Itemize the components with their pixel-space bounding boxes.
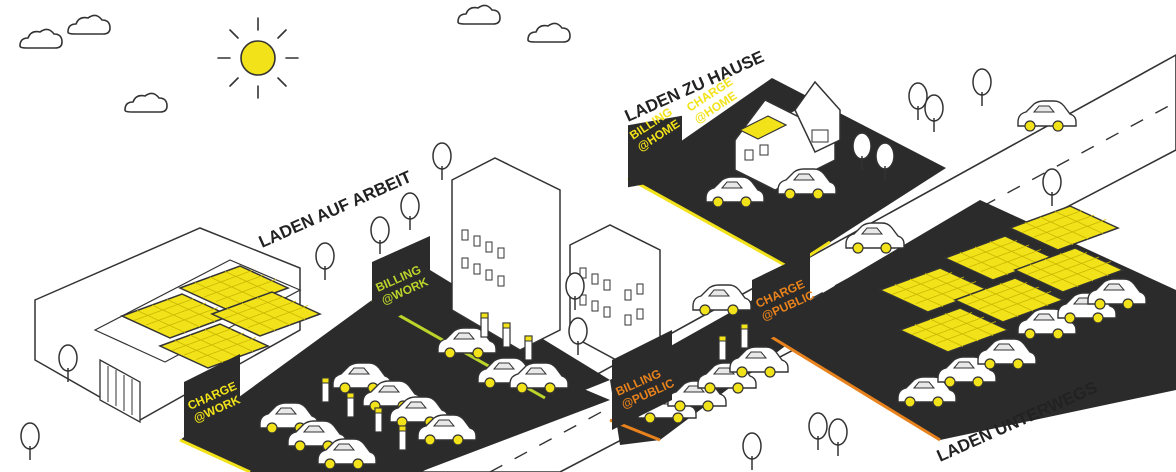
charger-icon — [480, 312, 489, 338]
charger-icon — [346, 392, 355, 418]
charger-icon — [524, 335, 533, 361]
charger-icon — [374, 407, 383, 433]
tree-icon — [568, 317, 588, 356]
charger-icon — [740, 323, 749, 349]
cloud-icon — [124, 92, 168, 113]
factory-icon — [34, 227, 321, 424]
cloud-icon — [527, 22, 571, 43]
charger-icon — [398, 425, 407, 451]
tree-icon — [432, 142, 452, 181]
tree-icon — [924, 94, 944, 133]
tag-billing-work: BILLING @WORK — [372, 236, 431, 330]
tree-icon — [808, 412, 828, 451]
tag-billing-public: BILLING @PUBLIC — [612, 330, 677, 430]
tag-charge-public: CHARGE @PUBLIC — [752, 252, 817, 348]
work-title: LADEN AUF ARBEIT — [256, 167, 415, 252]
cloud-icon — [67, 14, 111, 35]
tree-icon — [400, 192, 420, 231]
tag-charge-work: CHARGE @WORK — [184, 354, 243, 440]
charger-icon — [502, 322, 511, 348]
charger-icon — [718, 335, 727, 361]
tree-icon — [972, 68, 992, 107]
tree-icon — [908, 82, 928, 121]
tree-icon — [828, 418, 848, 457]
car-icon — [692, 284, 752, 316]
cloud-icon — [457, 4, 501, 25]
sun-icon — [217, 17, 299, 99]
car-icon — [1017, 100, 1077, 132]
tree-icon — [315, 242, 335, 281]
tree-icon — [20, 422, 40, 461]
tree-icon — [370, 216, 390, 255]
charger-icon — [321, 377, 330, 403]
tree-icon — [742, 432, 762, 471]
cloud-icon — [19, 28, 63, 49]
